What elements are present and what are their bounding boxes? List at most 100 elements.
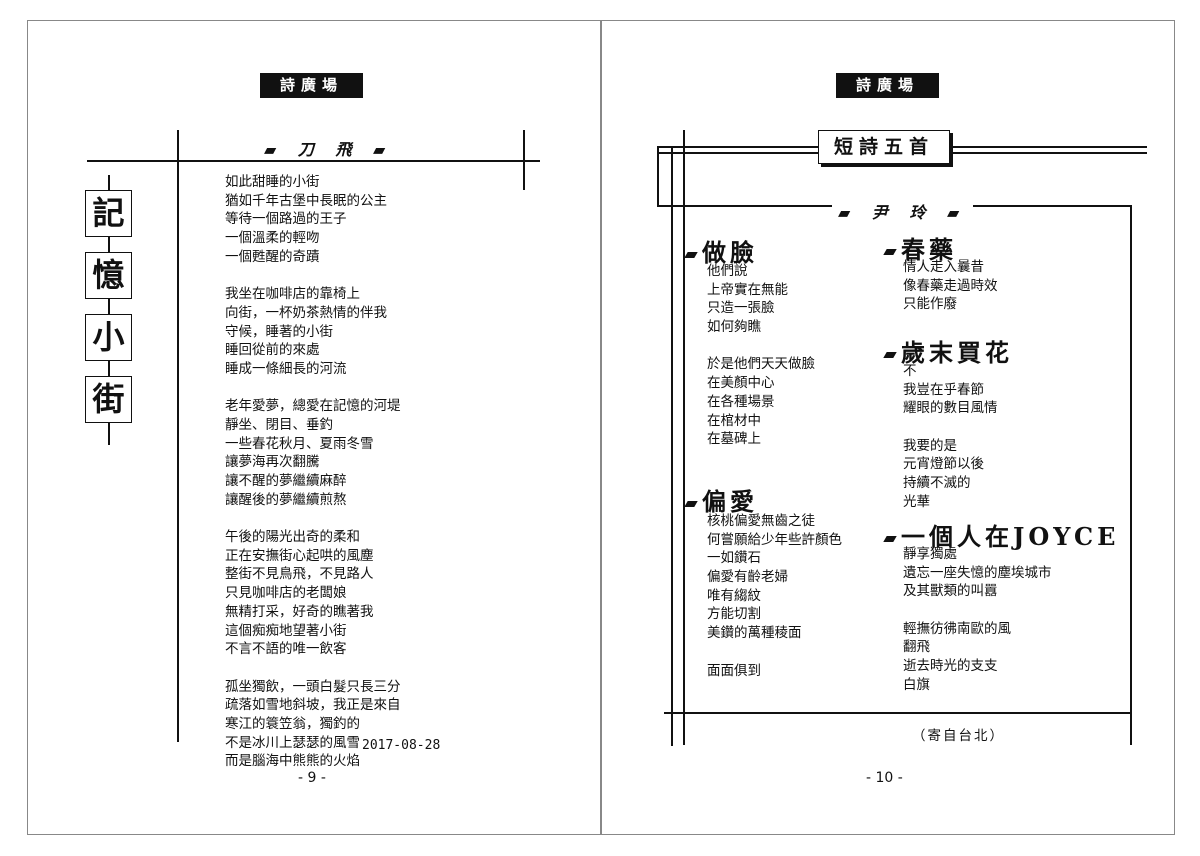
title-char: 記 [85, 190, 132, 237]
right-page [600, 20, 1175, 835]
poem-line: 何嘗願給少年些許顏色 [707, 531, 842, 548]
poem-line: 不言不語的唯一飲客 [225, 641, 347, 658]
poem-line: 輕撫彷彿南歐的風 [903, 620, 1011, 637]
divider [87, 160, 540, 162]
poem-line: 一個甦醒的奇蹟 [225, 248, 320, 265]
poem-line: 美鑽的萬種稜面 [707, 625, 802, 642]
poem-line: 及其獸類的叫囂 [903, 583, 998, 600]
poem-line: 睡回從前的來處 [225, 342, 320, 359]
poem-line [903, 601, 1052, 620]
poem-line: 只能作廢 [903, 296, 957, 313]
poem-line: 於是他們天天做臉 [707, 356, 815, 373]
poem-body: 情人走入曩昔像春藥走過時效只能作廢 [903, 258, 998, 314]
title-char: 街 [85, 376, 132, 423]
divider [1130, 205, 1132, 745]
poem-line: 睡成一條細長的河流 [225, 360, 347, 377]
author: ▰ 刀 飛 ▰ [258, 136, 400, 160]
poem-line: 上帝實在無能 [707, 281, 788, 298]
poem-line: 核桃偏愛無齒之徒 [707, 513, 815, 529]
poem-line: 我要的是 [903, 437, 957, 454]
poem-line [225, 379, 401, 398]
poem-line: 如此甜睡的小街 [225, 174, 320, 190]
poem-line: 面面俱到 [707, 662, 761, 679]
poem-title: 一個人在JOYCE [883, 517, 1119, 552]
poem-title: 做臉 [684, 233, 758, 268]
date: 2017-08-28 [362, 738, 441, 753]
poem-line: 耀眼的數目風情 [903, 400, 998, 417]
footer-note: （寄自台北） [912, 728, 1005, 744]
poem-line: 偏愛有齡老婦 [707, 569, 788, 586]
poem-line: 讓不醒的夢繼續麻醉 [225, 473, 347, 489]
poem-line: 讓夢海再次翻騰 [225, 454, 320, 471]
divider [523, 130, 525, 190]
poem-line: 老年愛夢，總愛在記憶的河堤 [225, 398, 401, 415]
poem-line: 只造一張臉 [707, 300, 775, 317]
poem-line: 在墓碑上 [707, 431, 761, 448]
poem-line: 午後的陽光出奇的柔和 [225, 529, 360, 546]
poem-line: 他們說 [707, 263, 748, 279]
poem-line: 逝去時光的支支 [903, 658, 998, 675]
poem-line: 我坐在咖啡店的靠椅上 [225, 286, 360, 303]
poem-line: 疏落如雪地斜坡，我正是來自 [225, 697, 401, 714]
divider [177, 130, 179, 742]
poem-body: 如此甜睡的小街猶如千年古堡中長眠的公主等待一個路過的王子一個溫柔的輕吻一個甦醒的… [225, 173, 401, 771]
poem-body: 不我豈在乎春節耀眼的數目風情我要的是元宵燈節以後持續不滅的光華 [903, 362, 998, 512]
poem-line: 守候，睡著的小街 [225, 323, 333, 340]
poem-line: 在棺材中 [707, 412, 761, 429]
title-char: 憶 [85, 252, 132, 299]
poem-line: 正在安撫街心起哄的風塵 [225, 547, 374, 564]
divider [664, 712, 1132, 714]
poem-line [225, 509, 401, 528]
poem-line: 寒江的簑笠翁，獨釣的 [225, 715, 360, 732]
section-header: 詩廣場 [836, 73, 939, 98]
left-page [27, 20, 602, 835]
author: ▰ 尹 玲 ▰ [832, 199, 974, 223]
poem-line: 情人走入曩昔 [903, 259, 984, 275]
poem-line: 孤坐獨飲，一頭白髮只長三分 [225, 678, 401, 695]
poem-line: 方能切割 [707, 606, 761, 623]
poem-line: 持續不滅的 [903, 475, 971, 492]
poem-line: 只見咖啡店的老闆娘 [225, 585, 347, 602]
poem-line [903, 418, 998, 437]
poem-line: 整街不見鳥飛，不見路人 [225, 566, 374, 583]
title-char: 小 [85, 314, 132, 361]
poem-body: 靜享獨處遺忘一座失憶的塵埃城市及其獸類的叫囂輕撫彷彿南歐的風翻飛逝去時光的支支白… [903, 545, 1052, 695]
title-box: 短詩五首 [818, 130, 950, 164]
divider [671, 146, 673, 746]
divider [108, 175, 110, 445]
poem-line: 一個溫柔的輕吻 [225, 230, 320, 247]
poem-line: 等待一個路過的王子 [225, 211, 347, 228]
poem-line: 靜享獨處 [903, 546, 957, 562]
poem-line: 而是腦海中熊熊的火焰 [225, 753, 360, 770]
poem-line: 像春藥走過時效 [903, 277, 998, 294]
poem-line: 光華 [903, 493, 930, 510]
poem-line: 在美顏中心 [707, 375, 775, 392]
poem-line: 不 [903, 363, 917, 379]
poem-title: 春藥 [883, 230, 957, 265]
section-header: 詩廣場 [260, 73, 363, 98]
poem-line: 向街，一杯奶茶熱情的伴我 [225, 304, 387, 321]
poem-title: 偏愛 [684, 482, 758, 517]
poem-line: 不是冰川上瑟瑟的風雪 [225, 734, 360, 751]
poem-line: 在各種場景 [707, 393, 775, 410]
poem-line [707, 643, 842, 662]
poem-line: 如何夠瞧 [707, 319, 761, 336]
poem-line: 讓醒後的夢繼續煎熬 [225, 491, 347, 508]
poem-line: 翻飛 [903, 639, 930, 656]
poem-line: 遺忘一座失憶的塵埃城市 [903, 564, 1052, 581]
poem-line [225, 659, 401, 678]
page-number: - 10 - [866, 770, 903, 786]
page-number: - 9 - [298, 770, 326, 786]
poem-line: 無精打采，好奇的瞧著我 [225, 603, 374, 620]
poem-line: 一些春花秋月、夏雨冬雪 [225, 435, 374, 452]
poem-line: 猶如千年古堡中長眠的公主 [225, 192, 387, 209]
poem-line: 一如鑽石 [707, 550, 761, 567]
divider [683, 130, 685, 745]
poem-line: 白旗 [903, 676, 930, 693]
poem-line: 我豈在乎春節 [903, 381, 984, 398]
poem-body: 他們說上帝實在無能只造一張臉如何夠瞧於是他們天天做臉在美顏中心在各種場景在棺材中… [707, 262, 815, 449]
divider [657, 146, 659, 206]
poem-line: 靜坐、閉目、垂釣 [225, 416, 333, 433]
poem-line [707, 337, 815, 356]
poem-body: 核桃偏愛無齒之徒何嘗願給少年些許顏色一如鑽石偏愛有齡老婦唯有縐紋方能切割美鑽的萬… [707, 512, 842, 680]
